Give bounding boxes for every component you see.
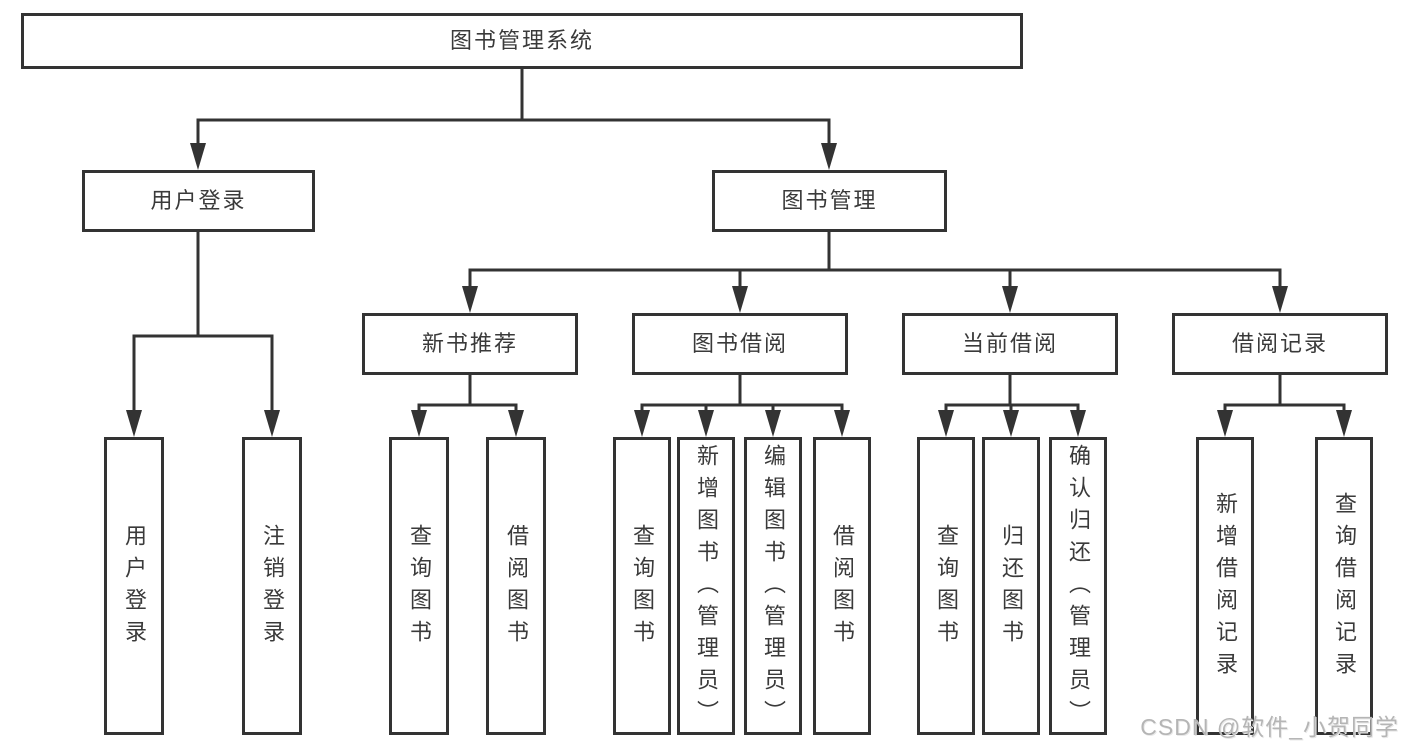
arrow-icon (462, 286, 478, 313)
node-leaf-borrow-book-recommend: 借阅图书 (486, 437, 546, 735)
node-leaf-query-book-current: 查询图书 (917, 437, 975, 735)
arrow-icon (1217, 410, 1233, 437)
csdn-watermark: CSDN @软件_小贺同学 (1140, 714, 1399, 740)
node-new-book-recommend: 新书推荐 (362, 313, 578, 375)
node-leaf-add-borrow-record: 新增借阅记录 (1196, 437, 1254, 735)
arrow-icon (1272, 286, 1288, 313)
arrowheads (126, 143, 1352, 437)
connector-new-book-recommend (417, 375, 518, 411)
node-leaf-query-book-recommend: 查询图书 (389, 437, 449, 735)
arrow-icon (634, 410, 650, 437)
arrow-icon (732, 286, 748, 313)
arrow-icon (508, 410, 524, 437)
arrow-icon (821, 143, 837, 170)
arrow-icon (264, 410, 280, 437)
node-book-management: 图书管理 (712, 170, 947, 232)
arrow-icon (938, 410, 954, 437)
connector-borrowing-records (1223, 375, 1346, 411)
connector-book-management (468, 232, 1282, 287)
node-leaf-borrow-book-borrowing: 借阅图书 (813, 437, 871, 735)
connector-book-borrowing (640, 375, 844, 411)
arrow-icon (126, 410, 142, 437)
node-leaf-edit-book-admin: 编辑图书（管理员） (744, 437, 802, 735)
node-book-borrowing: 图书借阅 (632, 313, 848, 375)
node-leaf-add-book-admin: 新增图书（管理员） (677, 437, 735, 735)
node-leaf-logout: 注销登录 (242, 437, 302, 735)
connector-root (196, 69, 831, 144)
arrow-icon (834, 410, 850, 437)
arrow-icon (411, 410, 427, 437)
node-borrowing-records: 借阅记录 (1172, 313, 1388, 375)
node-leaf-user-login: 用户登录 (104, 437, 164, 735)
arrow-icon (698, 410, 714, 437)
node-leaf-return-book: 归还图书 (982, 437, 1040, 735)
node-user-login: 用户登录 (82, 170, 315, 232)
node-leaf-confirm-return-admin: 确认归还（管理员） (1049, 437, 1107, 735)
node-library-management-system: 图书管理系统 (21, 13, 1023, 69)
arrow-icon (190, 143, 206, 170)
node-current-borrowing: 当前借阅 (902, 313, 1118, 375)
arrow-icon (765, 410, 781, 437)
connector-user-login (132, 232, 274, 411)
arrow-icon (1336, 410, 1352, 437)
node-leaf-query-borrow-record: 查询借阅记录 (1315, 437, 1373, 735)
connector-current-borrowing (944, 375, 1080, 411)
arrow-icon (1070, 410, 1086, 437)
arrow-icon (1003, 410, 1019, 437)
arrow-icon (1002, 286, 1018, 313)
node-leaf-query-book-borrowing: 查询图书 (613, 437, 671, 735)
